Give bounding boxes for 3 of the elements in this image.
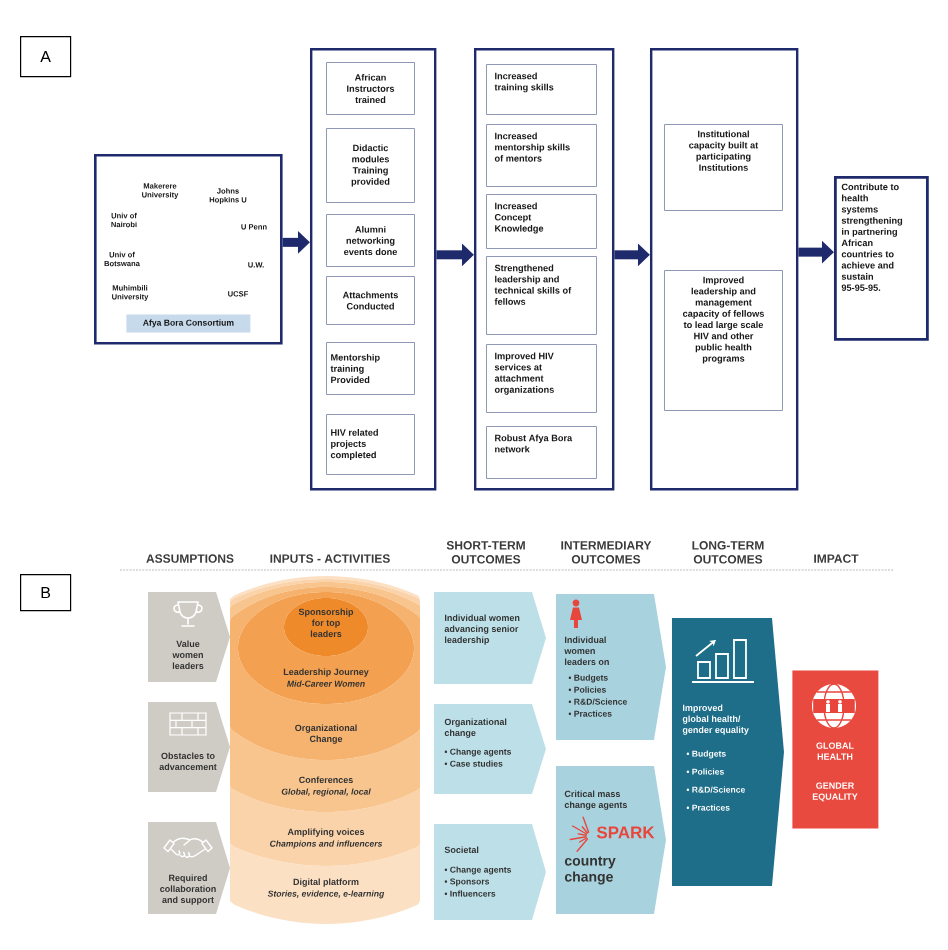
panel-letter-box: A <box>20 36 72 78</box>
panel-letter-box: B <box>20 574 72 612</box>
spark-word: SPARK <box>596 826 655 839</box>
